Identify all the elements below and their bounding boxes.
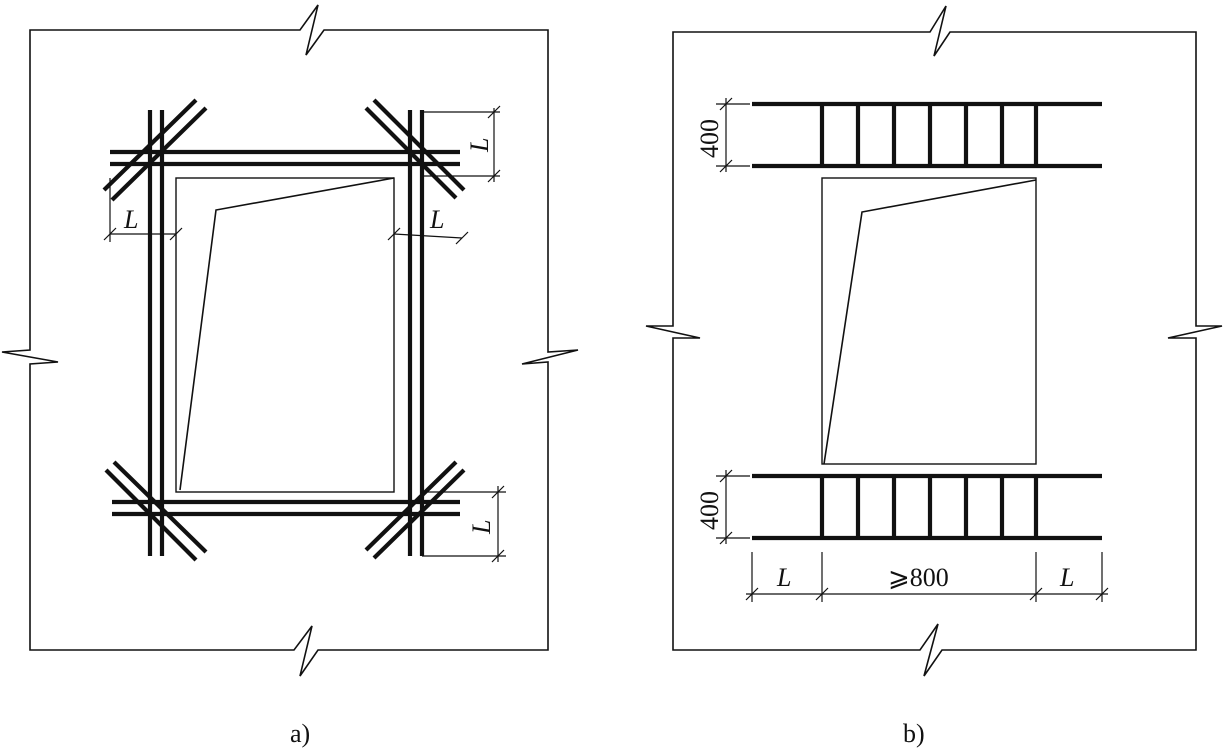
dim-label-top-right-a: L (465, 138, 494, 153)
caption-b: b) (903, 719, 925, 748)
door-opening-a (175, 177, 395, 493)
vertical-bars-a (147, 110, 425, 556)
dimension-bottom-400-b (716, 469, 750, 545)
dim-label-right-b: L (1059, 563, 1074, 592)
dim-label-left-b: L (776, 563, 791, 592)
dim-label-bottom-400-b: 400 (695, 491, 724, 530)
ladder-bar-top-b (752, 101, 1102, 169)
diagonal-bars-a (102, 98, 466, 562)
dimension-right-a (387, 227, 469, 245)
dimension-top-400-b (716, 97, 750, 173)
dimension-chain-bottom-b (745, 552, 1109, 602)
door-leaf-a (179, 177, 395, 491)
ladder-bar-bottom-b (752, 473, 1102, 541)
dim-label-bottom-right-a: L (467, 520, 496, 535)
figure-b: 400 400 L ⩾800 L b) (645, 5, 1223, 748)
wall-outline-a (1, 4, 579, 677)
door-leaf-b (823, 179, 1037, 465)
dim-label-right-a: L (429, 205, 444, 234)
wall-outline-b (645, 5, 1223, 677)
dimension-top-right-a (422, 105, 501, 183)
dim-label-left-a: L (123, 205, 138, 234)
figure-a: L L L L a) (1, 4, 579, 748)
dim-label-middle-b: ⩾800 (888, 563, 949, 592)
dimension-bottom-right-a (422, 485, 506, 563)
caption-a: a) (290, 719, 310, 748)
dim-label-top-400-b: 400 (695, 119, 724, 158)
dimension-left-a (103, 178, 183, 242)
door-opening-b (821, 177, 1037, 465)
